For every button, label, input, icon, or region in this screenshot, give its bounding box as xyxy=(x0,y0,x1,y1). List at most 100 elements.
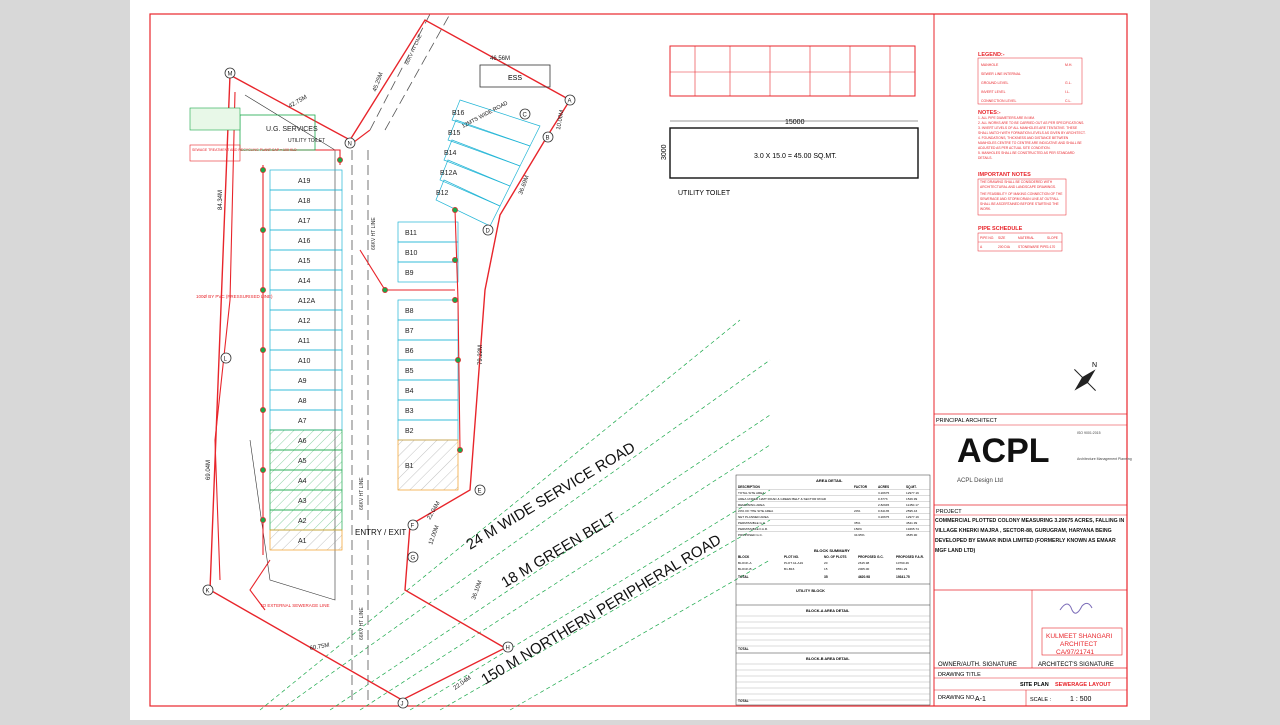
tables-frame xyxy=(735,474,931,706)
dimension-de: 79.22M xyxy=(478,345,484,365)
pressurised-line-label: 100Ø BY PVC (PRESSURISED LINE) xyxy=(196,294,273,299)
firm-logo: ACPL xyxy=(957,432,1050,470)
plot-label: A15 xyxy=(298,258,311,265)
block-header: PLOT NO. xyxy=(784,555,799,559)
point-label: G xyxy=(411,556,416,562)
plot-label: A3 xyxy=(298,498,307,505)
important-note-item: THE FEASIBILITY OF MAKING CONNECTION OF … xyxy=(980,192,1063,211)
plot-label: B9 xyxy=(405,270,414,277)
stamp-line-1: KULMEET SHANGARI xyxy=(1046,633,1113,640)
dimension-na: 45.25M xyxy=(372,72,384,93)
toilet-area-box xyxy=(669,127,919,179)
plot-label: A19 xyxy=(298,178,311,185)
legend-item: CONNECTION LEVEL xyxy=(981,99,1016,103)
area-cell: 12977.16 xyxy=(906,515,919,519)
point-marker-a xyxy=(564,94,576,106)
area-cell: PERMISSIBLE F.A.R. xyxy=(738,527,768,531)
ht-line-label-1: 66KV HT LINE xyxy=(371,217,377,250)
title-block: PRINCIPAL ARCHITECT ACPL ACPL Design Ltd… xyxy=(934,413,1132,706)
point-label: F xyxy=(411,524,415,530)
plot-label: B7 xyxy=(405,328,414,335)
legend-item: SEWER LINE INTERNAL xyxy=(981,72,1021,76)
point-label: L xyxy=(224,357,228,363)
toilet-detail: 15000 3000 3.0 X 15.0 = 45.00 SQ.MT. UTI… xyxy=(661,45,919,197)
area-cell: AREA UNDER 12MT ROAD & GREEN BELT & SECT… xyxy=(738,497,827,501)
block-cell: 20 xyxy=(824,561,828,565)
architect-signature-label: ARCHITECT'S SIGNATURE xyxy=(1038,662,1114,668)
plot-label: A4 xyxy=(298,478,307,485)
point-marker-g xyxy=(407,551,419,563)
area-detail-title: AREA DETAIL xyxy=(816,478,843,483)
plot-label: A6 xyxy=(298,438,307,445)
area-cell: 35% xyxy=(854,521,860,525)
plot-b9 xyxy=(397,261,459,283)
area-cell: 150% xyxy=(854,527,862,531)
point-marker-k xyxy=(202,584,214,596)
block-summary-title: BLOCK SUMMARY xyxy=(814,548,850,553)
plot-label: B5 xyxy=(405,368,414,375)
pipe-schedule-header: PIPE NO. xyxy=(980,236,994,240)
ug-services-label: U.G. SERVICES xyxy=(266,126,318,133)
site-boundary xyxy=(209,19,571,701)
manhole-icon xyxy=(452,257,458,263)
dimension-left: 84.34M xyxy=(218,190,224,210)
plot-label: B6 xyxy=(405,348,414,355)
block-b-title: BLOCK-B AREA DETAIL xyxy=(806,657,850,661)
firm-name: ACPL Design Ltd xyxy=(957,478,1003,484)
block-header: BLOCK xyxy=(738,555,750,559)
block-a-title: BLOCK-A AREA DETAIL xyxy=(806,609,850,613)
notes-title: NOTES:- xyxy=(978,110,1001,116)
important-notes-title: IMPORTANT NOTES xyxy=(978,172,1031,178)
drawing-title-2: SEWERAGE LAYOUT xyxy=(1055,682,1111,688)
point-marker-n xyxy=(344,137,356,149)
area-header: DESCRIPTION xyxy=(738,485,760,489)
block-cell: 15 xyxy=(824,567,828,571)
plot-label: B16 xyxy=(452,110,465,117)
utility-toilet-label: UTILITY TOILET xyxy=(288,138,325,144)
legend-code: C.L. xyxy=(1065,99,1071,103)
pipe-schedule-title: PIPE SCHEDULE xyxy=(978,226,1023,232)
area-cell: 3.20675 xyxy=(878,491,889,495)
legend-item: GROUND LEVEL xyxy=(981,81,1008,85)
plot-label: A18 xyxy=(298,198,311,205)
area-cell: 1526.99 xyxy=(906,497,917,501)
pipe-schedule-header: SLOPE xyxy=(1047,236,1059,240)
block-header: PROPOSED F.A.R. xyxy=(896,555,924,559)
dimension-kj: 60.75M xyxy=(309,643,330,652)
site-plan-drawing: A19A18A17A16A15A14A12AA12A11A10A9A8A7A6A… xyxy=(149,13,1132,711)
plot-label: A5 xyxy=(298,458,307,465)
manhole-icon xyxy=(337,157,343,163)
note-item: 5. MANHOLES SHALL BE CONSTRUCTED AS PER … xyxy=(978,151,1075,160)
block-a-plots: A19A18A17A16A15A14A12AA12A11A10A9A8A7A6A… xyxy=(269,169,343,551)
plot-label: A12 xyxy=(298,318,311,325)
area-cell: 20% OF THE SITE AREA xyxy=(738,509,774,513)
toilet-width-dim: 15000 xyxy=(785,119,805,126)
dimension-top: 46.56M xyxy=(490,56,510,62)
plot-b1 xyxy=(397,439,459,491)
ht-line-label-2: 66KV HT LINE xyxy=(359,477,365,510)
block-cell: B1-B16 xyxy=(784,567,795,571)
block-cell: 2615.98 xyxy=(858,561,869,565)
plot-label: B12 xyxy=(436,190,449,197)
plot-label: A16 xyxy=(298,238,311,245)
plot-label: B1 xyxy=(405,463,414,470)
manhole-icon xyxy=(455,357,461,363)
dimension-gh: 36.10M xyxy=(471,580,483,601)
plot-label: A7 xyxy=(298,418,307,425)
plot-label: B8 xyxy=(405,308,414,315)
plot-label: B3 xyxy=(405,408,414,415)
stp-note-box xyxy=(189,107,241,131)
area-cell: 19465.74 xyxy=(906,527,919,531)
area-header: FACTOR xyxy=(854,485,868,489)
block-header: PROPOSED G.C. xyxy=(858,555,884,559)
road-lines xyxy=(259,319,771,711)
block-cell: 2005.00 xyxy=(858,567,869,571)
manhole-icon xyxy=(457,447,463,453)
point-marker-b xyxy=(542,131,554,143)
dimension-ab: 10.00M xyxy=(556,110,565,131)
area-cell: 11450.17 xyxy=(906,503,919,507)
plot-a1 xyxy=(269,529,343,551)
dimension-ef: 22.04M xyxy=(427,501,442,521)
